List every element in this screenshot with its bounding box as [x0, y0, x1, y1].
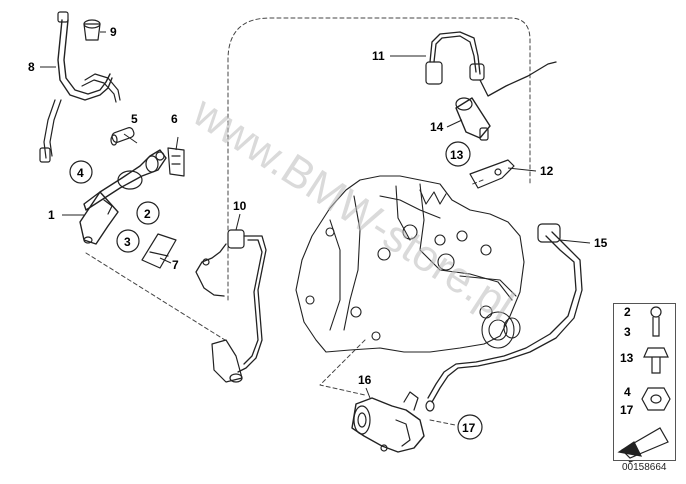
legend-label-13: 13 — [620, 351, 634, 365]
callout-7: 7 — [172, 258, 179, 272]
slave-cylinder-part-16 — [351, 391, 425, 453]
nut-part-9 — [83, 19, 101, 41]
clutch-hose-part-15 — [425, 223, 583, 412]
valve-part-14 — [455, 97, 491, 141]
bracket-part-12 — [469, 159, 515, 189]
circled-callout-13: 13 — [445, 141, 471, 167]
legend-label-17: 17 — [620, 403, 634, 417]
legend-hex-bolt-icon — [643, 347, 669, 374]
svg-text:4: 4 — [77, 166, 84, 180]
circled-callout-17: 17 — [457, 414, 483, 440]
callout-14: 14 — [430, 120, 444, 134]
clutch-line-part-11 — [425, 31, 557, 97]
legend-nut-icon — [641, 387, 671, 411]
pin-part-5 — [110, 127, 135, 146]
callout-10: 10 — [233, 199, 247, 213]
diagram-number: 00158664 — [622, 462, 667, 473]
legend-label-3: 3 — [624, 325, 631, 339]
svg-text:2: 2 — [144, 207, 151, 221]
circled-callout-3: 3 — [116, 229, 140, 253]
gearbox-housing — [295, 175, 525, 353]
callout-6: 6 — [171, 112, 178, 126]
callout-leader-lines — [40, 31, 591, 399]
callout-1: 1 — [48, 208, 55, 222]
callout-16: 16 — [358, 373, 372, 387]
dashed-guide-lines — [85, 17, 531, 426]
clutch-line-part-10 — [195, 229, 267, 383]
master-cylinder-part-1 — [79, 149, 167, 245]
clutch-hose-part-8 — [39, 11, 121, 163]
callout-9: 9 — [110, 25, 117, 39]
legend-bolt-icon — [650, 306, 662, 337]
callout-8: 8 — [28, 60, 35, 74]
callout-5: 5 — [131, 112, 138, 126]
circled-callout-4: 4 — [69, 160, 93, 184]
callout-12: 12 — [540, 164, 554, 178]
orientation-arrow-icon — [617, 427, 669, 459]
fastener-legend-box — [613, 303, 676, 461]
callout-11: 11 — [372, 49, 385, 63]
circled-callout-2: 2 — [136, 201, 160, 225]
svg-text:3: 3 — [124, 235, 131, 249]
svg-text:17: 17 — [462, 421, 476, 435]
bracket-part-7 — [141, 233, 177, 269]
legend-label-4: 4 — [624, 385, 631, 399]
callout-15: 15 — [594, 236, 608, 250]
svg-text:13: 13 — [450, 148, 464, 162]
legend-label-2: 2 — [624, 305, 631, 319]
clip-part-6 — [167, 147, 185, 177]
